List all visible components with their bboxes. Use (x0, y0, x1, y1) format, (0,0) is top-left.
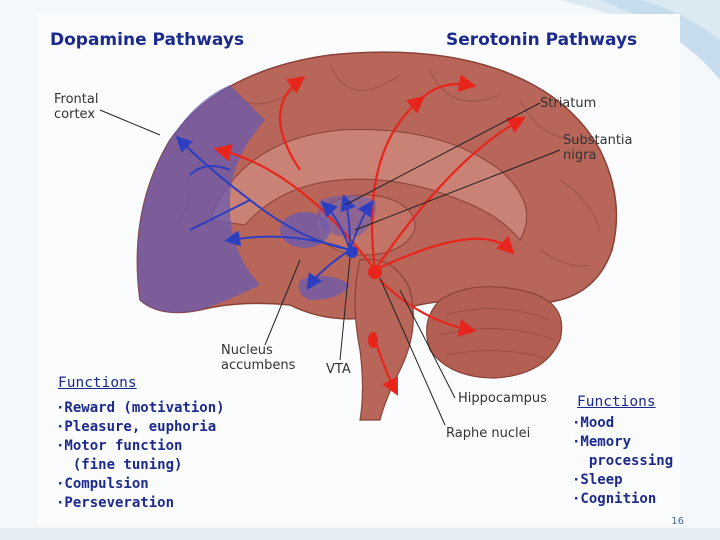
page-number: 16 (671, 516, 684, 527)
label-striatum: Striatum (540, 96, 597, 111)
label-frontal-cortex: Frontal cortex (54, 92, 99, 122)
raphe-lower-marker (368, 332, 378, 348)
serotonin-function-item: processing (572, 453, 674, 469)
label-raphe-nuclei: Raphe nuclei (446, 426, 531, 441)
dopamine-title: Dopamine Pathways (50, 30, 245, 50)
serotonin-function-item: ·Mood (572, 415, 615, 431)
dopamine-function-item: ·Reward (motivation) (56, 400, 225, 416)
vta-marker (346, 246, 358, 258)
serotonin-function-item: ·Sleep (572, 472, 623, 488)
frontal-cortex-region (137, 85, 265, 313)
serotonin-functions-list: ·Mood ·Memory processing ·Sleep ·Cogniti… (572, 414, 673, 509)
dopamine-function-item: ·Perseveration (56, 495, 175, 511)
striatum-region (280, 212, 330, 248)
dopamine-function-item: ·Compulsion (56, 476, 149, 492)
serotonin-title: Serotonin Pathways (446, 30, 638, 50)
dopamine-functions-heading: Functions (58, 375, 137, 391)
serotonin-functions-heading: Functions (577, 394, 656, 410)
label-vta: VTA (326, 362, 351, 377)
brainstem (354, 258, 414, 421)
serotonin-function-item: ·Memory (572, 434, 632, 450)
label-nucleus-accumbens: Nucleus accumbens (221, 343, 296, 373)
cerebellum (426, 286, 563, 379)
dopamine-function-item: (fine tuning) (56, 457, 183, 473)
dopamine-function-item: ·Motor function (56, 438, 183, 454)
serotonin-function-item: ·Cognition (572, 491, 657, 507)
label-substantia-nigra: Substantia nigra (563, 133, 633, 163)
dopamine-function-item: ·Pleasure, euphoria (56, 419, 217, 435)
corpus-callosum (209, 129, 528, 241)
raphe-nucleus-marker (368, 265, 382, 279)
dopamine-functions-list: ·Reward (motivation) ·Pleasure, euphoria… (56, 399, 225, 513)
label-hippocampus: Hippocampus (458, 391, 547, 406)
